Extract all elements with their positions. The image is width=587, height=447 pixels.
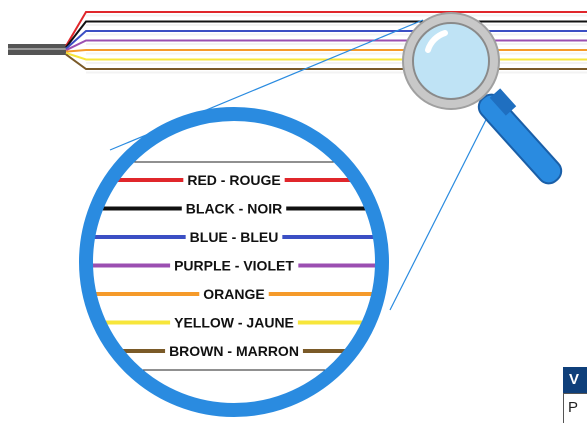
wire-row-6: BROWN - MARRON <box>86 343 382 359</box>
cable-wire-6 <box>65 53 587 70</box>
cable-wire-3 <box>65 39 587 52</box>
wire-row-3: PURPLE - VIOLET <box>86 257 382 274</box>
corner-info-box: V P <box>563 367 587 447</box>
wire-label-background <box>183 172 285 188</box>
wire-label: PURPLE - VIOLET <box>174 258 294 274</box>
magnifier-handle <box>477 93 563 185</box>
wire-row-4: ORANGE <box>86 286 382 302</box>
wire-label-background <box>199 286 269 302</box>
magnifier-lens <box>412 22 490 100</box>
cable-wire-4 <box>65 49 587 53</box>
wire-label: BLUE - BLEU <box>190 229 279 245</box>
wire-row-1: BLACK - NOIR <box>86 200 382 217</box>
wire-label: BLACK - NOIR <box>186 201 282 217</box>
cable-icon <box>8 44 66 55</box>
magnifying-glass-icon <box>402 12 563 185</box>
zoom-circle-content: RED - ROUGE BLACK - NOIR BLUE - BLEU PURPLE… <box>86 161 382 371</box>
cable-wires <box>65 11 587 74</box>
corner-box-heading: V <box>563 367 587 393</box>
cable-jacket-highlight <box>8 48 66 50</box>
wire-label-background <box>170 257 299 274</box>
wire-label: RED - ROUGE <box>187 172 280 188</box>
wire-label-background <box>181 200 287 217</box>
zoom-circle-ring <box>79 107 389 417</box>
wire-label-background <box>170 314 298 331</box>
corner-box-text: P <box>563 393 587 423</box>
wire-legend-rows: RED - ROUGE BLACK - NOIR BLUE - BLEU PURPLE… <box>86 172 382 359</box>
magnifier-neck <box>489 88 517 116</box>
lens-glare <box>425 30 448 53</box>
cable-wire-0 <box>65 11 587 47</box>
wire-row-0: RED - ROUGE <box>86 172 382 188</box>
wire-row-5: YELLOW - JAUNE <box>86 314 382 331</box>
wire-label: YELLOW - JAUNE <box>174 315 294 331</box>
wire-label-background <box>165 343 303 359</box>
wire-row-2: BLUE - BLEU <box>86 229 382 245</box>
wire-label-background <box>185 229 283 245</box>
wire-label: ORANGE <box>203 286 264 302</box>
wire-label: BROWN - MARRON <box>169 343 299 359</box>
zoom-connector-line-bottom <box>389 91 501 311</box>
